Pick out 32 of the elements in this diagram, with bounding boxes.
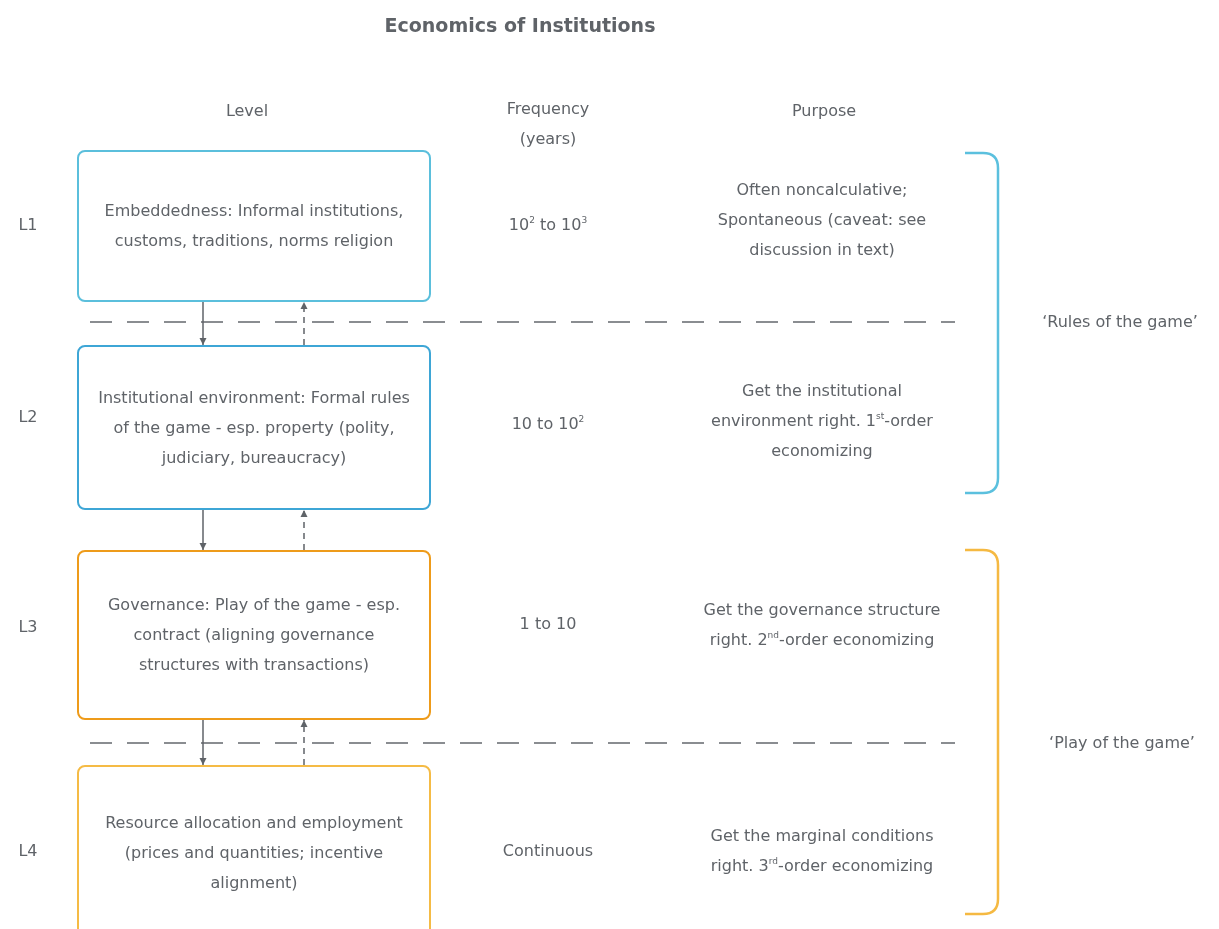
- table-text: L3: [17, 616, 39, 638]
- table-text: Get the marginal conditions right. 3$^{rd}$-order economizing: [709, 825, 935, 877]
- arrow: [300, 301, 308, 346]
- column-header: Level: [224, 100, 270, 122]
- level-box: [77, 550, 431, 720]
- bracket-label: ‘Rules of the game’: [1041, 311, 1199, 333]
- diagram-title: Economics of Institutions: [384, 14, 656, 36]
- box-text: Embeddedness: Informal institutions, customs, traditions, norms religion: [103, 200, 405, 252]
- arrow: [199, 509, 207, 551]
- table-text: Get the governance structure right. 2$^{nd}$-order economizing: [702, 599, 942, 651]
- box-text: Institutional environment: Formal rules of the game - esp. property (polity, judiciary, bureaucracy): [97, 386, 411, 469]
- level-box: [77, 150, 431, 302]
- column-header: Frequency (years): [505, 98, 591, 150]
- level-box: [77, 765, 431, 929]
- column-header: Purpose: [790, 100, 858, 122]
- table-text: L4: [17, 840, 39, 862]
- level-box: [77, 345, 431, 510]
- arrow: [199, 301, 207, 346]
- bracket-label: ‘Play of the game’: [1048, 732, 1196, 754]
- arrow: [300, 509, 308, 551]
- box-text: Resource allocation and employment (prices and quantities; incentive alignment): [104, 812, 404, 894]
- table-text: Get the institutional environment right. 1$^{st}$-order economizing: [710, 380, 934, 462]
- table-text: L2: [17, 406, 39, 428]
- arrow: [300, 719, 308, 766]
- box-text: Governance: Play of the game - esp. contract (aligning governance structures with transactions): [106, 594, 402, 676]
- table-text: 10 to 10$^{2}$: [510, 413, 586, 435]
- table-text: L1: [17, 214, 39, 236]
- table-text: Continuous: [501, 840, 595, 862]
- table-text: 10$^{2}$ to 10$^{3}$: [507, 214, 589, 236]
- table-text: 1 to 10: [518, 613, 578, 635]
- table-text: Often noncalculative; Spontaneous (caveat: see discussion in text): [716, 179, 928, 261]
- arrow: [199, 719, 207, 766]
